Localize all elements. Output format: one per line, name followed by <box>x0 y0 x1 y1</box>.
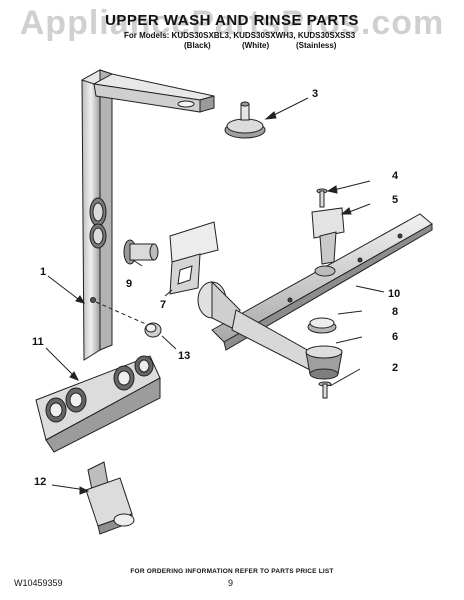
callout-12: 12 <box>34 476 47 488</box>
page-title: UPPER WASH AND RINSE PARTS <box>105 12 359 29</box>
callout-6: 6 <box>392 331 399 343</box>
variant-white: (White) <box>242 41 270 50</box>
callout-9: 9 <box>126 278 133 290</box>
ring-seal-part <box>307 317 337 334</box>
callout-3: 3 <box>312 88 319 100</box>
callout-7: 7 <box>160 299 167 311</box>
nozzle-part <box>123 239 159 265</box>
manifold-part <box>35 355 161 453</box>
clip-part <box>169 221 219 295</box>
callout-4: 4 <box>392 170 399 182</box>
spray-arm-part <box>211 213 433 351</box>
supply-tube-part <box>80 69 215 361</box>
callout-2: 2 <box>392 362 399 374</box>
top-spray-head-part <box>224 101 266 139</box>
page-number: 9 <box>228 578 234 588</box>
callout-5: 5 <box>392 194 399 206</box>
screw-part <box>316 188 328 208</box>
callout-11: 11 <box>32 336 44 348</box>
supply-funnel-part <box>197 280 319 373</box>
dashed-assembly-line <box>95 301 149 326</box>
models-line: For Models: KUDS30SXBL3, KUDS30SXWH3, KU… <box>124 31 356 40</box>
cap-part <box>144 322 162 338</box>
callout-1: 1 <box>40 266 47 278</box>
variant-stainless: (Stainless) <box>296 41 337 50</box>
callout-13: 13 <box>178 350 191 362</box>
watermark-text: AppliancePartsPros.com <box>19 4 445 42</box>
bottom-screw-part <box>318 381 332 399</box>
arm-bracket-part <box>311 207 345 265</box>
callout-8: 8 <box>392 306 399 318</box>
valve-housing-part <box>85 461 135 535</box>
callout-10: 10 <box>388 288 401 300</box>
leader-lines <box>45 97 385 495</box>
hub-part <box>305 345 343 380</box>
variant-black: (Black) <box>184 41 211 50</box>
ordering-note: FOR ORDERING INFORMATION REFER TO PARTS … <box>130 568 334 575</box>
document-number: W10459359 <box>14 578 63 588</box>
